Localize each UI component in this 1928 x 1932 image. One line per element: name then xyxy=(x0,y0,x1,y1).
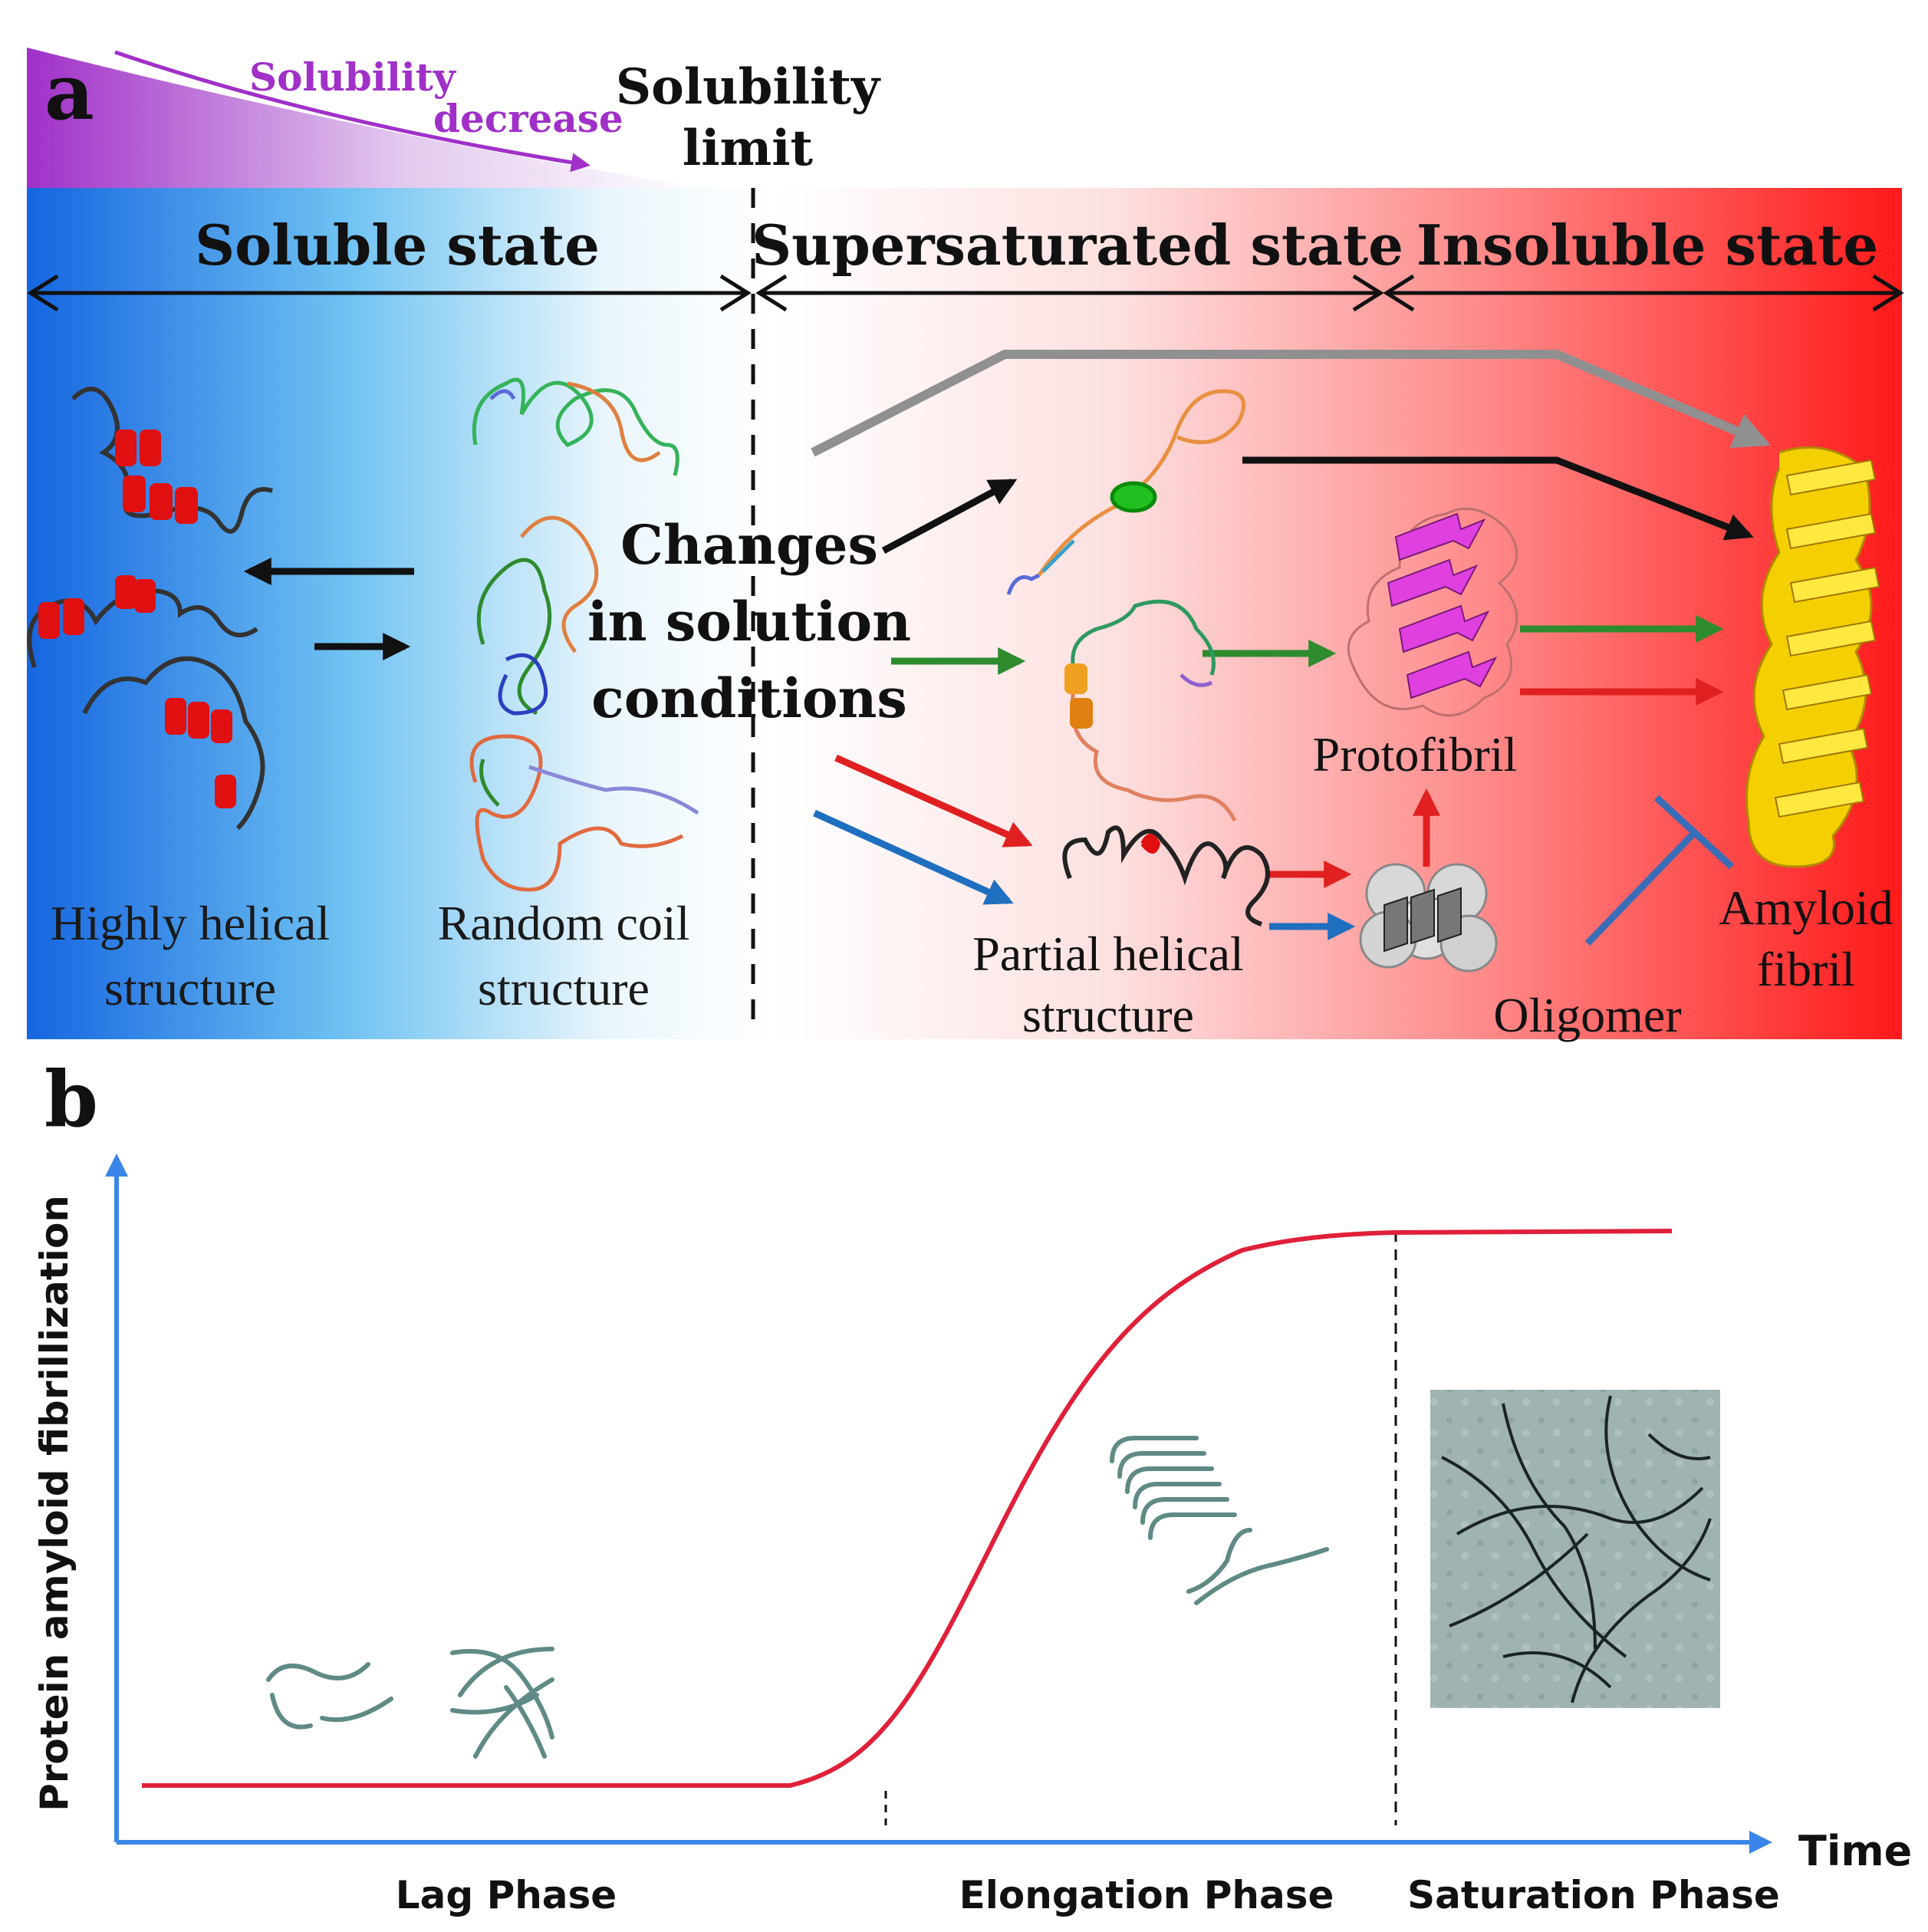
saturation-phase-label: Saturation Phase xyxy=(1407,1873,1780,1917)
protofibril-structure xyxy=(1347,507,1518,717)
oligomer-structure xyxy=(1359,863,1498,973)
lag-phase-label: Lag Phase xyxy=(396,1873,617,1917)
solubility-limit-label-2: limit xyxy=(683,120,814,177)
highly-helical-label-2: structure xyxy=(104,961,276,1015)
supersaturated-state-label: Supersaturated state xyxy=(752,212,1403,278)
highly-helical-label-1: Highly helical xyxy=(51,896,330,950)
solubility-wedge xyxy=(27,48,706,188)
panel-b: b Protein amyloid fibrillization Time xyxy=(32,1054,1912,1917)
panel-a: Solubility decrease a Solubility limit S… xyxy=(27,47,1904,1042)
state-range-arrows xyxy=(27,274,1904,312)
x-axis-label: Time xyxy=(1798,1827,1912,1875)
black-pathway-arrow-2 xyxy=(1242,456,1754,541)
partial-helical-molecule xyxy=(1062,825,1270,927)
black-pathway-arrow-1 xyxy=(881,479,1018,554)
partial-helical-label-2: structure xyxy=(1022,988,1194,1042)
soluble-state-label: Soluble state xyxy=(195,212,600,278)
solubility-decrease-arrow xyxy=(114,50,591,173)
panel-b-label: b xyxy=(44,1054,98,1144)
y-axis-label: Protein amyloid fibrillization xyxy=(32,1195,77,1812)
changes-label-1: Changes xyxy=(620,513,878,577)
random-coil-label-2: structure xyxy=(478,961,650,1015)
tem-micrograph xyxy=(1430,1390,1720,1708)
random-coil-label-1: Random coil xyxy=(438,896,690,950)
random-coil-molecules xyxy=(469,377,699,892)
partial-helical-label-1: Partial helical xyxy=(972,927,1244,981)
unfolded-molecule xyxy=(1006,389,1246,595)
solubility-decrease-label-2: decrease xyxy=(433,96,623,141)
elongation-phase-label: Elongation Phase xyxy=(959,1873,1334,1917)
protofibril-label: Protofibril xyxy=(1313,727,1518,782)
amyloid-fibril-structure xyxy=(1745,446,1880,868)
changes-label-2: in solution xyxy=(587,590,911,653)
insoluble-state-label: Insoluble state xyxy=(1416,212,1878,278)
highly-helical-molecules xyxy=(27,387,273,831)
red-pathway-arrow-1 xyxy=(834,754,1033,848)
monomer-sketches xyxy=(266,1647,554,1759)
state-gradient-background xyxy=(27,188,1902,1039)
protofibril-sketches xyxy=(1110,1436,1329,1605)
fibrillization-curve xyxy=(142,1229,1673,1788)
amyloid-fibril-label-2: fibril xyxy=(1757,942,1855,996)
solubility-limit-label-1: Solubility xyxy=(616,58,881,116)
amyloid-fibril-label-1: Amyloid xyxy=(1719,880,1893,935)
oligomer-label: Oligomer xyxy=(1493,988,1681,1042)
panel-a-label: a xyxy=(44,47,94,137)
oligomer-inhibition xyxy=(1584,795,1735,946)
changes-label-3: conditions xyxy=(591,666,907,730)
solubility-decrease-label-1: Solubility xyxy=(249,54,457,100)
gray-direct-pathway-arrow xyxy=(811,350,1771,457)
blue-pathway-arrow-1 xyxy=(813,809,1014,905)
partially-folded-molecule xyxy=(1064,599,1237,822)
